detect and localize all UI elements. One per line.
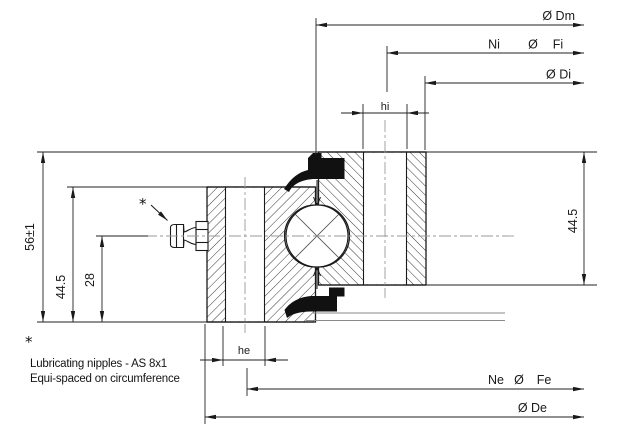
dim-label-he: he: [238, 345, 250, 357]
dimension-linework: [37, 18, 597, 424]
centerlines: [145, 120, 515, 333]
footnote-line1: Lubricating nipples - AS 8x1: [30, 358, 167, 370]
dim-label-ne: Ne: [488, 373, 504, 387]
bottom-seal: [284, 287, 345, 318]
dim-label-fe: Fe: [537, 373, 552, 387]
dim-label-de: Ø De: [518, 401, 547, 415]
footnote: * Lubricating nipples - AS 8x1 Equi-spac…: [25, 333, 180, 385]
footnote-line2: Equi-spaced on circumference: [30, 373, 180, 385]
dim-label-inner-height: 44.5: [566, 209, 580, 233]
dim-label-ni-phi: Ø: [528, 38, 538, 52]
nipple-leader-asterisk: *: [139, 195, 147, 213]
footnote-asterisk: *: [25, 333, 33, 351]
dim-label-hi: hi: [381, 101, 390, 113]
dimension-labels: Ø Dm Ni Ø Fi Ø Di hi 56±1 44.5 28 44.5 h…: [23, 9, 580, 415]
inner-ring-section: [317, 151, 427, 286]
dim-label-dm: Ø Dm: [542, 9, 575, 23]
dim-label-total-height: 56±1: [23, 223, 37, 251]
dim-label-ni: Ni: [488, 38, 500, 52]
dim-label-fi: Fi: [553, 38, 563, 52]
dim-label-outer-height: 44.5: [54, 275, 68, 299]
top-seal: [284, 153, 345, 192]
dim-label-di: Ø Di: [546, 68, 571, 82]
dim-label-nipple-height: 28: [83, 273, 97, 287]
nipple-leader: *: [139, 195, 168, 221]
dim-label-ne-phi: Ø: [514, 373, 524, 387]
